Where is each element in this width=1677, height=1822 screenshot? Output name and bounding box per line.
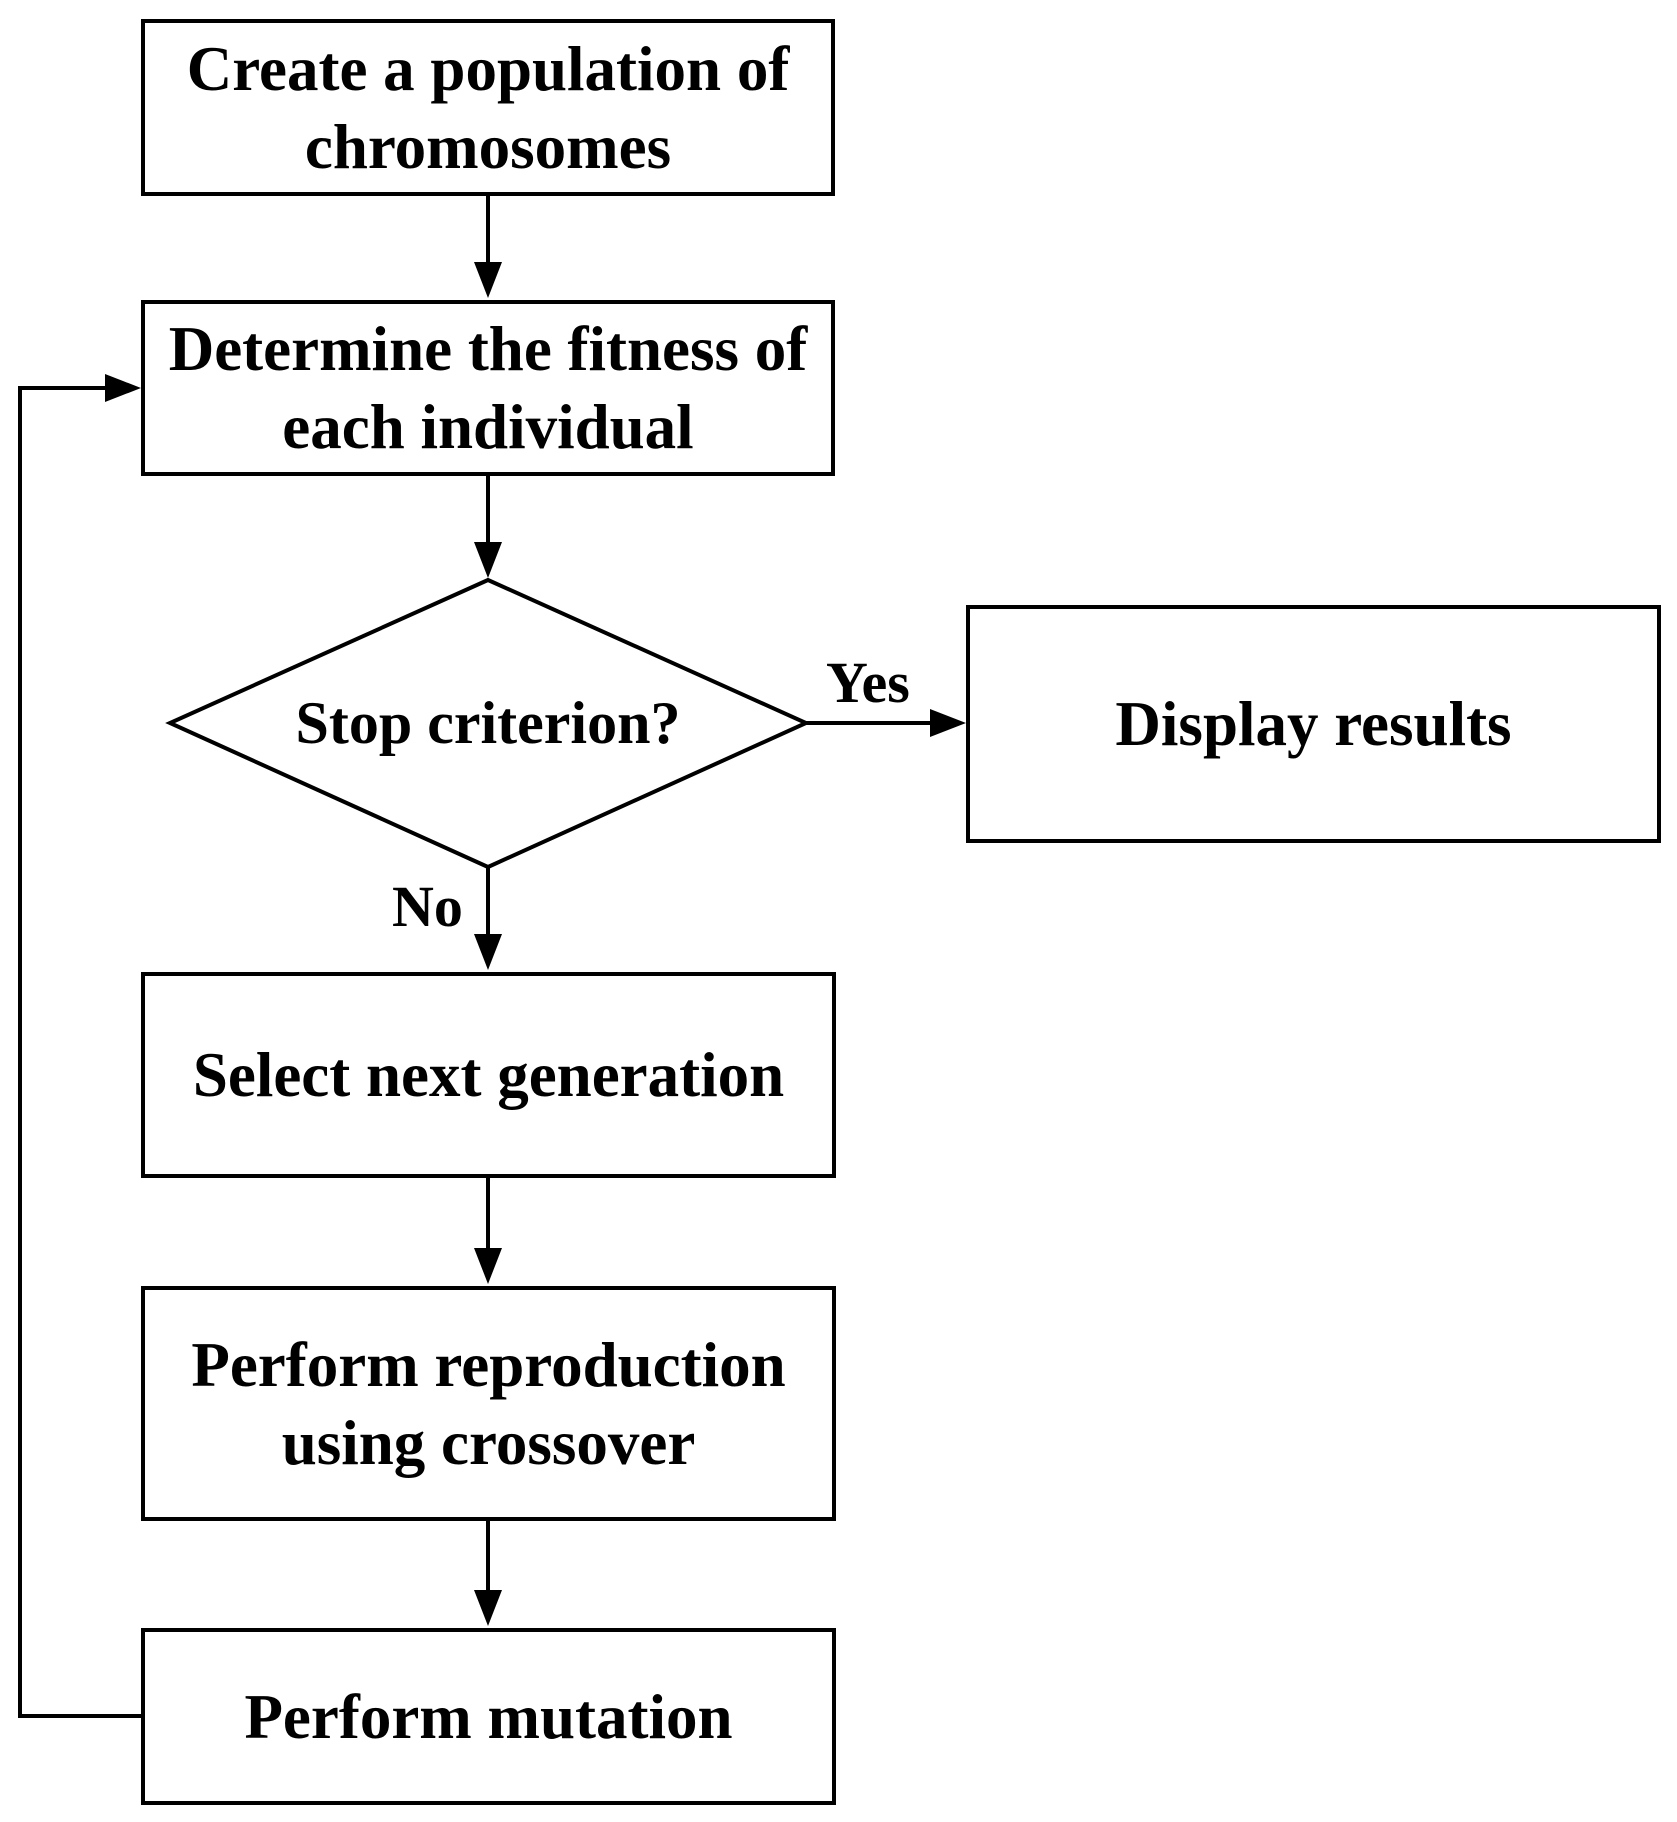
determine-fitness-label: Determine the fitness of each individual (169, 310, 808, 466)
arrowhead-create-to-fitness (474, 262, 502, 298)
reproduction-label: Perform reproduction using crossover (191, 1326, 785, 1482)
select-next-generation-label: Select next generation (192, 1040, 785, 1110)
no-label: No (392, 874, 463, 939)
reproduction-line1: Perform reproduction (191, 1329, 786, 1400)
arrowhead-select-to-reproduction (474, 1248, 502, 1284)
determine-fitness-box: Determine the fitness of each individual (141, 300, 835, 476)
arrowhead-loop-to-fitness (105, 374, 141, 402)
stop-criterion-label: Stop criterion? (295, 690, 681, 756)
select-next-generation-box: Select next generation (141, 972, 836, 1178)
determine-fitness-line2: each individual (282, 392, 694, 462)
yes-label: Yes (826, 650, 910, 715)
arrowhead-fitness-to-stop (474, 542, 502, 578)
create-population-line1: Create a population of (186, 33, 790, 104)
create-population-label: Create a population of chromosomes (187, 30, 790, 186)
feedback-loop-line (18, 386, 141, 1718)
determine-fitness-line1: Determine the fitness of (168, 314, 808, 384)
display-results-label: Display results (1115, 689, 1512, 759)
arrowhead-stop-to-select (474, 934, 502, 970)
reproduction-box: Perform reproduction using crossover (141, 1286, 836, 1521)
mutation-box: Perform mutation (141, 1628, 836, 1805)
display-results-box: Display results (966, 605, 1661, 843)
reproduction-line2: using crossover (281, 1407, 696, 1478)
create-population-box: Create a population of chromosomes (141, 19, 835, 196)
create-population-line2: chromosomes (304, 111, 672, 182)
mutation-label: Perform mutation (244, 1681, 733, 1752)
arrowhead-stop-to-display (930, 709, 966, 737)
arrowhead-reproduction-to-mutation (474, 1590, 502, 1626)
